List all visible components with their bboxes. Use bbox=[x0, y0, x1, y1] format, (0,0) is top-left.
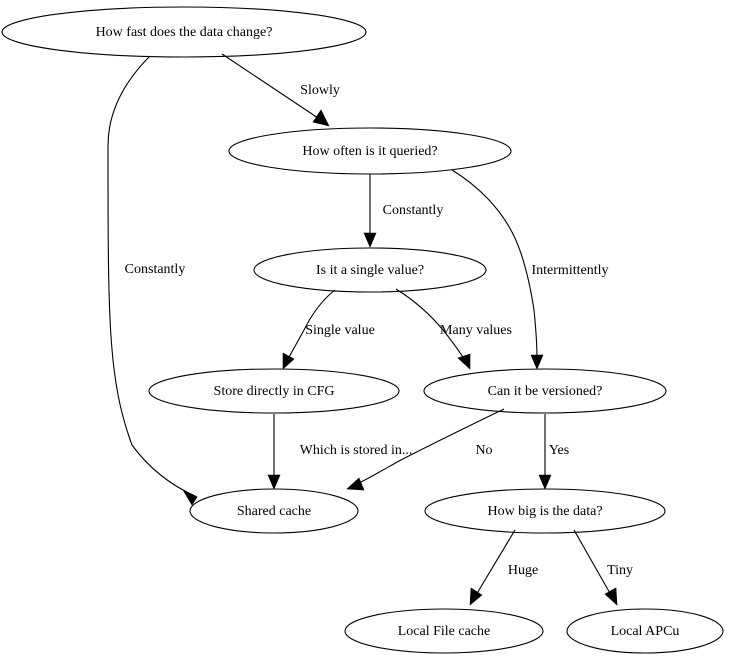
node-ellipse-shared_cache[interactable] bbox=[189, 488, 359, 534]
arrowhead-icon bbox=[312, 109, 330, 127]
edge-single_value-to-versioned bbox=[395, 288, 471, 370]
node-how_fast[interactable]: How fast does the data change? bbox=[1, 6, 367, 58]
node-label-how_big: How big is the data? bbox=[487, 504, 602, 519]
edge-versioned-to-how_big bbox=[538, 414, 552, 490]
nodes-layer: How fast does the data change? How often … bbox=[1, 6, 724, 654]
node-ellipse-local_file[interactable] bbox=[344, 608, 544, 654]
node-store_cfg[interactable]: Store directly in CFG bbox=[148, 368, 400, 414]
edge-single_value-to-store_cfg bbox=[282, 289, 336, 370]
arrowhead-icon bbox=[604, 587, 618, 606]
arrowhead-icon bbox=[457, 353, 471, 370]
node-local_file[interactable]: Local File cache bbox=[344, 608, 544, 654]
node-ellipse-single_value[interactable] bbox=[253, 247, 487, 293]
edge-label: Many values bbox=[440, 323, 512, 338]
edge-how_fast-to-how_often bbox=[221, 53, 330, 127]
edge-how_fast-to-shared_cache bbox=[107, 55, 198, 506]
arrowhead-icon bbox=[282, 352, 295, 370]
edge-line bbox=[356, 408, 505, 485]
edges-layer bbox=[107, 53, 618, 606]
node-ellipse-how_fast[interactable] bbox=[1, 6, 367, 58]
edge-line bbox=[395, 288, 466, 361]
edge-line bbox=[221, 53, 322, 121]
edge-label: Slowly bbox=[300, 83, 340, 98]
arrowhead-icon bbox=[363, 232, 377, 248]
arrowhead-icon bbox=[530, 354, 544, 370]
arrowhead-icon bbox=[182, 489, 198, 506]
edge-label: No bbox=[475, 443, 492, 458]
edge-label: Intermittently bbox=[532, 263, 609, 278]
edge-label: Which is stored in... bbox=[300, 443, 413, 458]
node-label-versioned: Can it be versioned? bbox=[488, 384, 603, 399]
arrowhead-icon bbox=[346, 477, 365, 491]
node-ellipse-store_cfg[interactable] bbox=[148, 368, 400, 414]
node-label-local_file: Local File cache bbox=[398, 624, 491, 639]
arrowhead-icon bbox=[469, 587, 483, 606]
arrowhead-icon bbox=[267, 474, 281, 490]
node-label-store_cfg: Store directly in CFG bbox=[214, 384, 335, 399]
edge-how_big-to-local_file bbox=[469, 529, 516, 606]
node-ellipse-local_apcu[interactable] bbox=[566, 608, 724, 654]
node-label-shared_cache: Shared cache bbox=[237, 504, 311, 519]
edge-labels-layer: ConstantlySlowlyConstantlyIntermittently… bbox=[125, 83, 633, 578]
node-versioned[interactable]: Can it be versioned? bbox=[423, 368, 667, 414]
edge-store_cfg-to-shared_cache bbox=[267, 414, 281, 490]
edge-how_often-to-single_value bbox=[363, 174, 377, 248]
node-single_value[interactable]: Is it a single value? bbox=[253, 247, 487, 293]
edge-how_big-to-local_apcu bbox=[573, 529, 618, 606]
node-label-how_fast: How fast does the data change? bbox=[96, 25, 273, 40]
edge-label: Constantly bbox=[125, 262, 186, 277]
edge-label: Huge bbox=[508, 563, 538, 578]
edge-versioned-to-shared_cache bbox=[346, 408, 505, 491]
node-label-local_apcu: Local APCu bbox=[611, 624, 680, 639]
edge-line bbox=[573, 529, 612, 596]
node-how_big[interactable]: How big is the data? bbox=[424, 488, 666, 534]
edge-line bbox=[287, 289, 336, 360]
node-how_often[interactable]: How often is it queried? bbox=[228, 127, 512, 175]
node-label-single_value: Is it a single value? bbox=[316, 263, 424, 278]
edge-line bbox=[107, 55, 198, 498]
node-ellipse-how_big[interactable] bbox=[424, 488, 666, 534]
edge-line bbox=[451, 169, 538, 359]
node-ellipse-versioned[interactable] bbox=[423, 368, 667, 414]
node-label-how_often: How often is it queried? bbox=[302, 144, 437, 159]
edge-how_often-to-versioned bbox=[451, 169, 544, 370]
node-shared_cache[interactable]: Shared cache bbox=[189, 488, 359, 534]
edge-line bbox=[475, 529, 516, 596]
edge-label: Yes bbox=[549, 443, 569, 458]
arrowhead-icon bbox=[538, 474, 552, 490]
edge-label: Tiny bbox=[607, 563, 633, 578]
edge-label: Single value bbox=[305, 323, 375, 338]
node-ellipse-how_often[interactable] bbox=[228, 127, 512, 175]
edge-label: Constantly bbox=[383, 203, 444, 218]
node-local_apcu[interactable]: Local APCu bbox=[566, 608, 724, 654]
